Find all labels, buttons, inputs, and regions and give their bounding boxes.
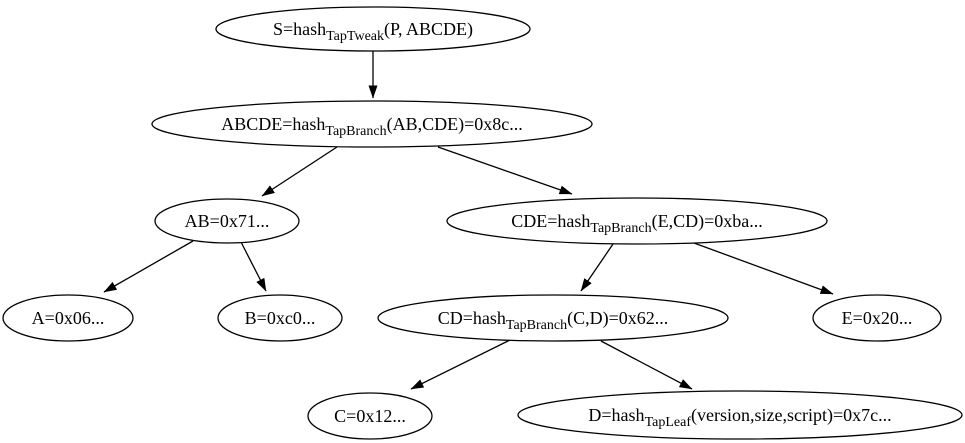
node-c-label: C=0x12... bbox=[334, 406, 406, 426]
node-e-ellipse bbox=[812, 294, 942, 342]
edge-abcde-ab bbox=[261, 146, 338, 197]
edge-ab-a bbox=[103, 240, 194, 293]
node-b-label: B=0xc0... bbox=[245, 308, 316, 328]
edge-abcde-cde bbox=[437, 146, 573, 195]
node-cd-label: CD=hashTapBranch(C,D)=0x62... bbox=[438, 308, 669, 333]
edge-cde-e bbox=[693, 242, 834, 295]
node-e-label: E=0x20... bbox=[842, 308, 913, 328]
node-cd: CD=hashTapBranch(C,D)=0x62... bbox=[377, 294, 729, 342]
node-s-label: S=hashTapTweak(P, ABCDE) bbox=[273, 19, 473, 44]
node-b: B=0xc0... bbox=[217, 294, 343, 342]
node-d-ellipse bbox=[517, 390, 963, 440]
node-abcde-label: ABCDE=hashTapBranch(AB,CDE)=0x8c... bbox=[221, 114, 523, 139]
edges bbox=[103, 51, 834, 390]
node-ab-label: AB=0x71... bbox=[185, 211, 270, 231]
node-cde: CDE=hashTapBranch(E,CD)=0xba... bbox=[446, 197, 828, 245]
node-s-ellipse bbox=[215, 6, 531, 52]
edge-cde-cd bbox=[580, 243, 614, 292]
node-a-ellipse bbox=[2, 294, 134, 342]
edge-cd-c bbox=[410, 339, 511, 390]
node-ab-ellipse bbox=[154, 198, 300, 244]
node-cd-ellipse bbox=[377, 294, 729, 342]
node-c: C=0x12... bbox=[307, 392, 433, 440]
node-d-label: D=hashTapLeaf(version,size,script)=0x7c.… bbox=[588, 405, 891, 430]
node-abcde-ellipse bbox=[151, 100, 593, 148]
node-b-ellipse bbox=[217, 294, 343, 342]
node-abcde: ABCDE=hashTapBranch(AB,CDE)=0x8c... bbox=[151, 100, 593, 148]
node-ab: AB=0x71... bbox=[154, 198, 300, 244]
edge-ab-b bbox=[240, 241, 267, 292]
node-cde-ellipse bbox=[446, 197, 828, 245]
node-e: E=0x20... bbox=[812, 294, 942, 342]
node-cde-label: CDE=hashTapBranch(E,CD)=0xba... bbox=[511, 211, 763, 236]
node-s: S=hashTapTweak(P, ABCDE) bbox=[215, 6, 531, 52]
node-c-ellipse bbox=[307, 392, 433, 440]
edge-cd-d bbox=[600, 340, 693, 390]
node-d: D=hashTapLeaf(version,size,script)=0x7c.… bbox=[517, 390, 963, 440]
node-a-label: A=0x06... bbox=[32, 308, 105, 328]
node-a: A=0x06... bbox=[2, 294, 134, 342]
